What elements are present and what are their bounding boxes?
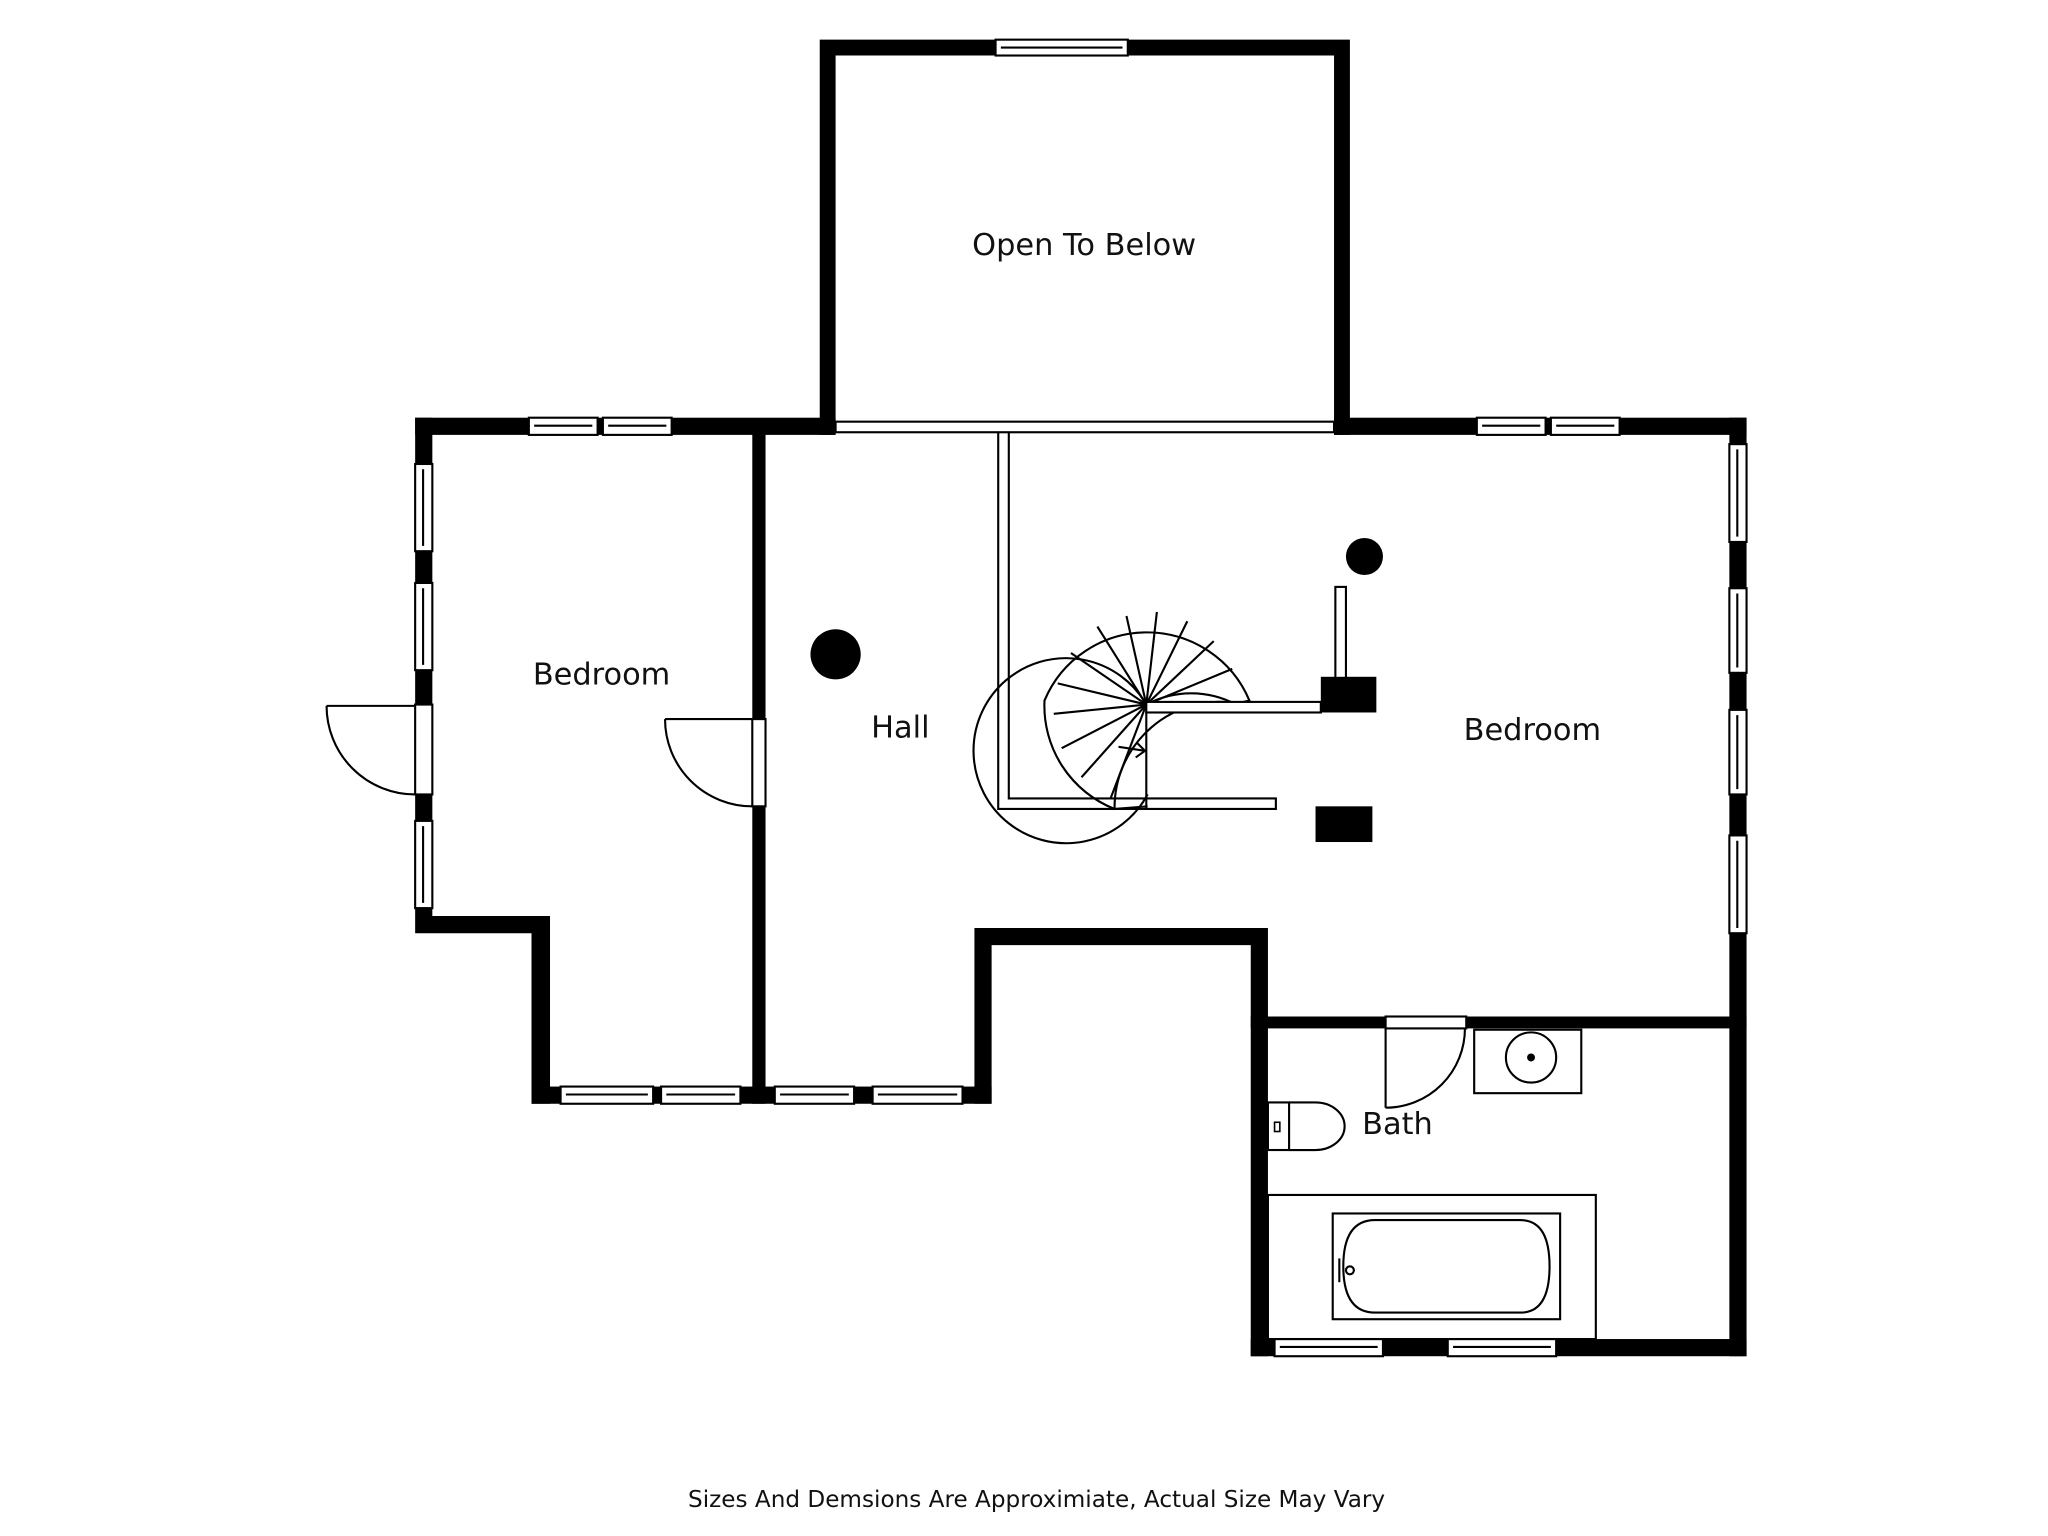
bath-door [1384,1015,1468,1109]
railing [834,420,1336,811]
window [1273,1337,1385,1358]
window [1475,416,1547,436]
bath-label: Bath [1362,1107,1433,1142]
window [773,1085,856,1105]
hall-label: Hall [871,711,929,746]
window [1446,1337,1558,1358]
window [559,1085,655,1105]
bedroom-door [663,718,767,808]
sink [1473,1028,1583,1095]
window [527,416,599,436]
bedroom-column [1345,537,1383,576]
window [1728,834,1748,935]
window [994,38,1129,57]
spiral-staircase [972,611,1322,845]
window [414,819,434,910]
bedroom-left-label: Bedroom [533,658,670,693]
toilet [1266,1101,1346,1152]
disclaimer-note: Sizes And Demsions Are Approximiate, Act… [688,1487,1385,1513]
windows [414,38,1748,1358]
window [414,581,434,672]
bedroom-block [1315,806,1373,843]
window [1549,416,1621,436]
bathtub [1266,1193,1597,1341]
window [414,462,434,553]
window [1728,587,1748,674]
window [1728,708,1748,796]
window [601,416,673,436]
window [871,1085,964,1105]
open-to-below-label: Open To Below [972,228,1196,263]
walls [415,39,1747,1357]
window [660,1085,742,1105]
hall-column [810,629,861,680]
window [1728,443,1748,544]
bedroom-right-label: Bedroom [1464,713,1601,748]
exterior-door [325,703,434,796]
bedroom-post [1320,585,1377,713]
